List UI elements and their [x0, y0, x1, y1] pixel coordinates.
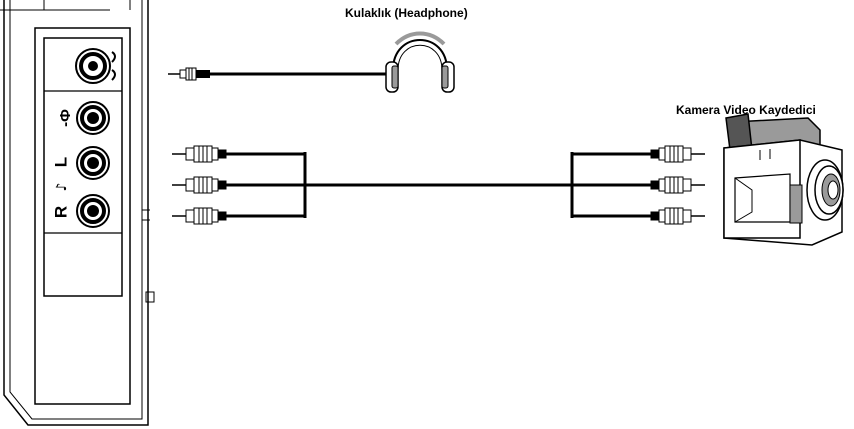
rca-jack-right [76, 194, 110, 228]
rca-jack-left [76, 146, 110, 180]
headphone-jack [75, 48, 116, 84]
headphone-label: Kulaklık (Headphone) [345, 6, 468, 20]
rca-plug-icon [172, 176, 227, 194]
jack-plug-icon [168, 67, 210, 81]
tv-side-panel [0, 0, 155, 426]
headphone-cable [168, 67, 393, 81]
camcorder-icon [723, 113, 844, 246]
rca-plug-icon [650, 207, 705, 225]
audio-symbol: ♪ [54, 183, 70, 192]
camcorder-label: Kamera Video Kaydedici [676, 103, 816, 117]
left-symbol: L [51, 157, 70, 167]
right-symbol: R [51, 206, 70, 218]
rca-plug-icon [172, 145, 227, 163]
rca-plug-icon [650, 176, 705, 194]
rca-jack-video [76, 101, 110, 135]
rca-plug-icon [650, 145, 705, 163]
rca-cable-bundle [226, 152, 651, 218]
rca-plug-icon [172, 207, 227, 225]
video-symbol: -Ф [57, 109, 74, 127]
headphone-icon [385, 31, 455, 93]
